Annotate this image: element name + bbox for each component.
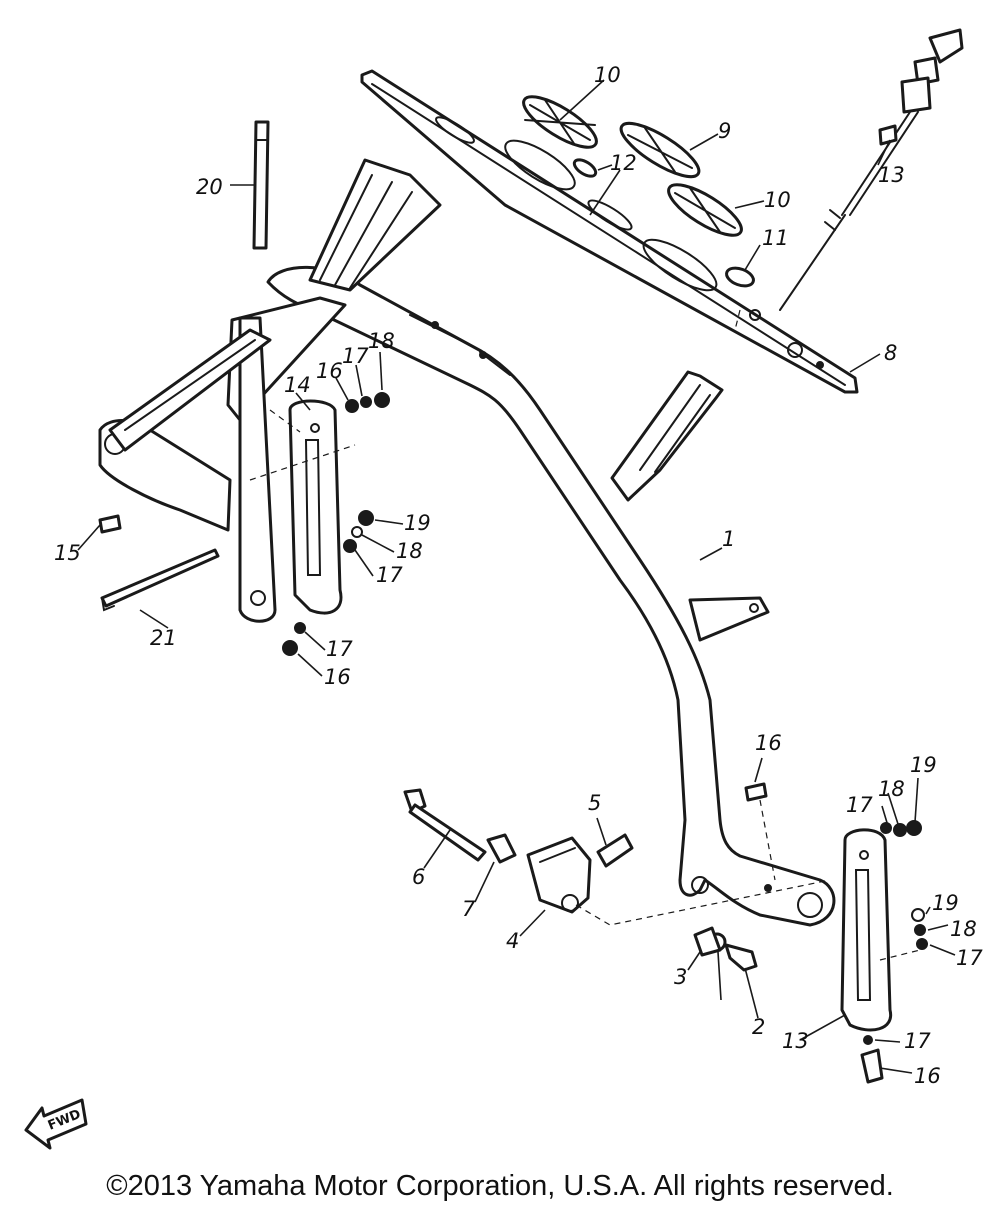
callout-10-lower: 10 — [764, 188, 791, 212]
gauge-10-lower — [667, 183, 743, 237]
leader-lines — [77, 79, 956, 1074]
callout-16-bottom: 16 — [914, 1064, 941, 1088]
callout-18-right-lower: 18 — [950, 917, 977, 941]
callout-17-bottom: 17 — [904, 1029, 931, 1053]
callouts: 10 9 12 10 11 13 8 1 20 21 15 14 16 17 1… — [54, 63, 983, 1088]
callout-13: 13 — [878, 163, 905, 187]
callout-17-right: 17 — [846, 793, 873, 817]
callout-7: 7 — [462, 897, 476, 921]
callout-17-left-mid: 17 — [376, 563, 403, 587]
callout-16-left-lower: 16 — [324, 665, 351, 689]
callout-5: 5 — [588, 791, 601, 815]
callout-18-left-mid: 18 — [396, 539, 423, 563]
callout-18-left-upper: 17 — [342, 344, 369, 368]
hardware — [98, 392, 928, 1084]
callout-20-upper: 20 — [196, 175, 223, 199]
tie-strap-20-upper — [252, 120, 270, 250]
callout-2: 2 — [752, 1015, 765, 1039]
callout-15: 14 — [284, 373, 311, 397]
callout-19-right-lower: 19 — [932, 891, 959, 915]
callout-19-right: 19 — [910, 753, 937, 777]
callout-12: 12 — [610, 151, 637, 175]
gauge-10-upper — [522, 95, 598, 149]
plate-7 — [486, 833, 517, 864]
assembly-lines — [249, 309, 921, 961]
callout-17-left-lower: 17 — [326, 637, 353, 661]
callout-8: 8 — [884, 341, 897, 365]
callout-9: 9 — [718, 119, 731, 143]
bracket-4 — [526, 836, 592, 914]
left-column-tube — [98, 158, 442, 623]
fwd-arrow-icon: FWD — [24, 1098, 88, 1150]
dash-panel — [360, 69, 859, 394]
gauge-9 — [619, 121, 701, 179]
callout-16-left: 15 — [54, 541, 81, 565]
callout-19-left-upper: 18 — [368, 329, 395, 353]
slotted-plate-15 — [288, 399, 343, 615]
callout-14: 13 — [782, 1029, 809, 1053]
callout-20-lower: 21 — [150, 626, 177, 650]
indicator-11 — [725, 266, 755, 288]
callout-10-upper: 10 — [594, 63, 621, 87]
callout-16-right-upper: 16 — [755, 731, 782, 755]
callout-4: 4 — [506, 929, 519, 953]
callout-18-right: 18 — [878, 777, 905, 801]
copyright-notice: ©2013 Yamaha Motor Corporation, U.S.A. A… — [106, 1170, 894, 1202]
callout-17-left-upper: 16 — [316, 359, 343, 383]
callout-17-right-lower: 17 — [956, 946, 983, 970]
callout-3: 3 — [674, 965, 687, 989]
callout-1: 1 — [722, 527, 735, 551]
pin-5 — [596, 833, 634, 868]
callout-11: 11 — [762, 226, 789, 250]
steering-frame-1 — [266, 265, 836, 927]
tie-strap-20-lower — [100, 548, 220, 612]
choke-cable-13 — [779, 28, 964, 311]
callout-19-left-mid: 19 — [404, 511, 431, 535]
slotted-plate-14 — [840, 828, 893, 1032]
callout-6: 6 — [412, 865, 425, 889]
bolt-6 — [403, 788, 487, 862]
indicator-12 — [572, 158, 598, 178]
